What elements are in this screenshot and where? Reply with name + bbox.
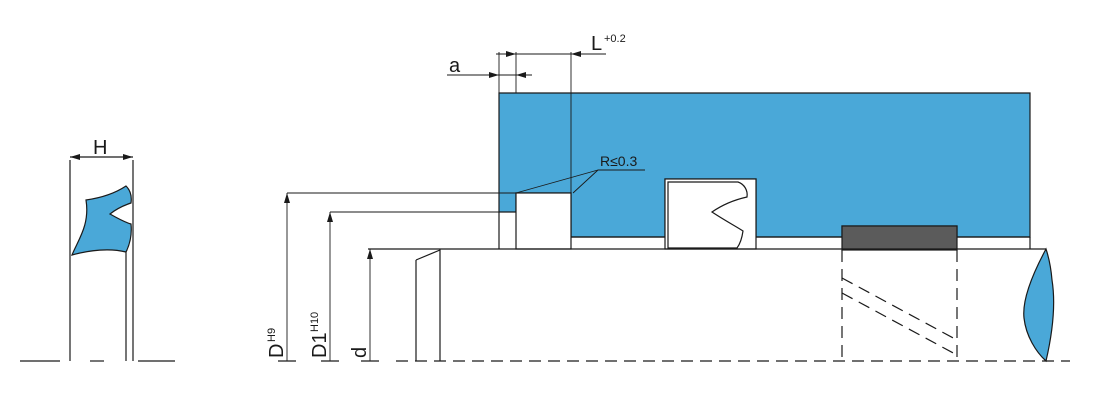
groove-gap [515,192,572,250]
radius-leader-2 [572,169,599,194]
guide-ring [841,225,958,251]
d-label: d [349,347,371,358]
l-arrow-right [571,51,581,57]
l-arrow-left [506,51,516,57]
seal-profile-view: H [20,137,175,362]
h-arrow-left [70,154,80,160]
a-arrow-right [516,72,526,78]
radius-leader-1 [515,169,599,194]
D1-label: D1 [309,332,331,358]
rod-chamfer-end [415,249,441,361]
D-label: D [266,344,288,358]
D-arrow [284,193,290,203]
D-tolerance: H9 [266,328,278,342]
D1-tolerance: H10 [309,312,321,332]
h-arrow-right [123,154,133,160]
l-tolerance: +0.2 [604,33,626,45]
h-label: H [93,137,107,159]
a-arrow-left [489,72,499,78]
housing-cylinder [498,92,1031,238]
rod-break-section [1023,247,1055,363]
assembly-view: R≤0.3 a L +0.2 D H9 D1 H10 [266,33,1070,363]
l-label: L [591,33,602,55]
hidden-split-2 [841,292,958,356]
seal-cross-section [70,185,132,256]
a-label: a [449,55,461,77]
radius-label: R≤0.3 [600,153,637,169]
seal-in-groove [667,181,748,249]
D1-arrow [327,212,333,222]
hidden-split-1 [841,277,958,341]
d-arrow [367,249,373,259]
